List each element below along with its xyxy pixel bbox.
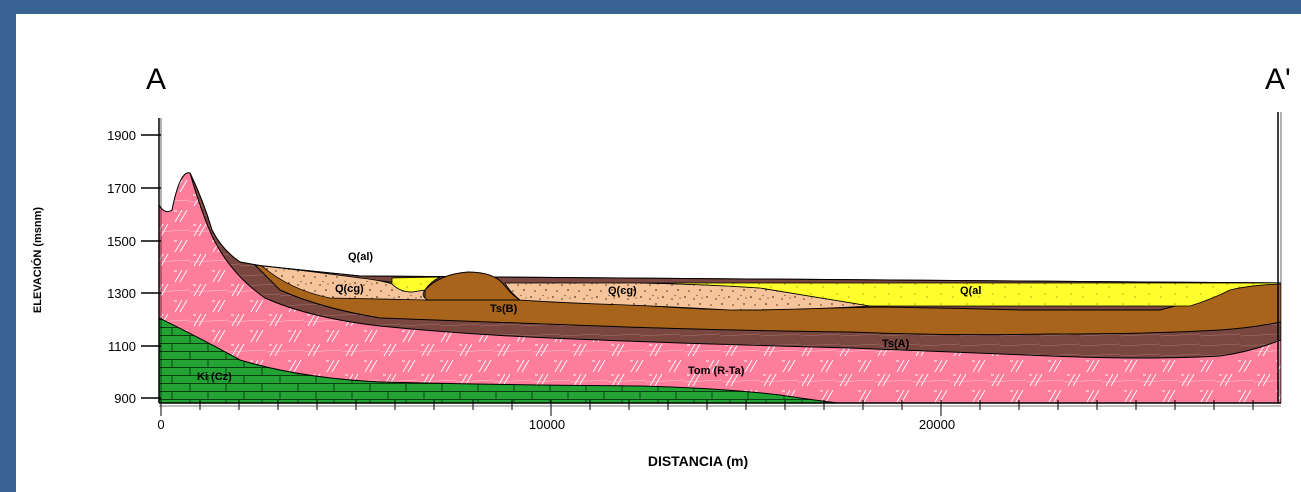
- y-axis-title: ELEVACIÓN (msnm): [31, 207, 44, 313]
- section-end-label: A': [1265, 63, 1291, 96]
- y-tick-label: 1900: [107, 128, 136, 143]
- x-axis-title: DISTANCIA (m): [648, 453, 748, 469]
- unit-label-tom: Tom (R-Ta): [688, 365, 745, 377]
- y-tick-label: 900: [114, 391, 136, 406]
- y-tick-label: 1100: [108, 339, 136, 354]
- y-tick-label: 1500: [107, 234, 136, 249]
- unit-label-ts-a: Ts(A): [882, 338, 910, 350]
- unit-ki-layer: [159, 317, 839, 403]
- y-tick-label: 1300: [107, 286, 136, 301]
- x-tick-label: 20000: [919, 417, 955, 432]
- unit-q-al-left-patch: [391, 276, 441, 293]
- unit-q-al-right-layer: [639, 282, 1281, 307]
- unit-label-q-cg-left: Q(cg): [335, 283, 364, 295]
- x-tick-label: 0: [157, 417, 164, 432]
- y-tick-label: 1700: [107, 181, 136, 196]
- unit-label-ki: Ki (Cz): [197, 371, 232, 383]
- x-axis: 0 10000 20000: [157, 400, 1281, 432]
- y-axis: 1900 1700 1500 1300 1100 900: [107, 118, 162, 406]
- unit-label-ts-b: Ts(B): [490, 303, 518, 315]
- unit-label-q-cg-right: Q(cg): [608, 285, 637, 297]
- unit-ts-b-hill: [424, 271, 522, 301]
- x-tick-label: 10000: [529, 417, 565, 432]
- unit-label-q-al-left: Q(al): [348, 251, 373, 263]
- section-start-label: A: [146, 63, 166, 96]
- right-axis: [1277, 112, 1282, 403]
- strata: [159, 172, 1281, 403]
- unit-label-q-al-right: Q(al: [960, 285, 981, 297]
